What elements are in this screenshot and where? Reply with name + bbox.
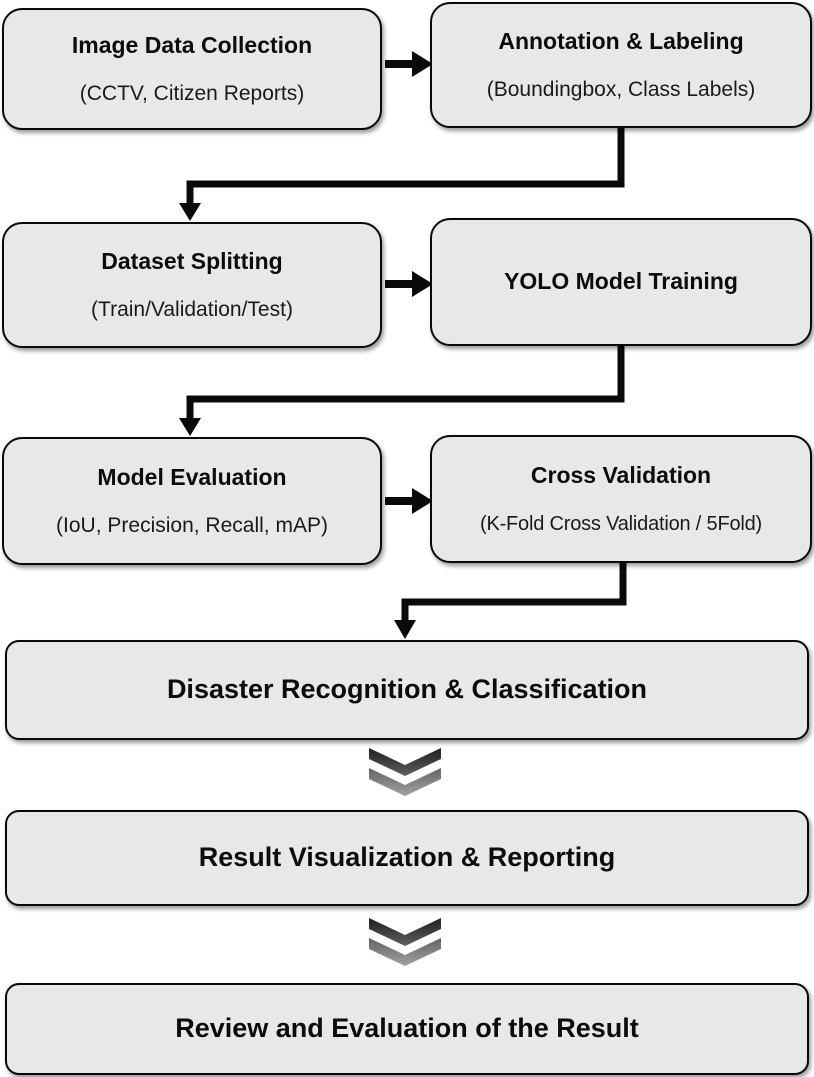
box-annotation-labeling: Annotation & Labeling (Boundingbox, Clas… <box>430 2 812 128</box>
chevron-band <box>369 938 441 966</box>
box-yolo-model-training: YOLO Model Training <box>430 218 812 346</box>
box-disaster-recognition-classification: Disaster Recognition & Classification <box>5 640 809 740</box>
box-subtitle: (IoU, Precision, Recall, mAP) <box>56 514 328 538</box>
box-review-evaluation-result: Review and Evaluation of the Result <box>5 983 809 1075</box>
box-title: Disaster Recognition & Classification <box>166 674 648 705</box>
arrow-collection-to-annotation <box>385 51 433 77</box>
box-subtitle: (Boundingbox, Class Labels) <box>486 78 756 102</box>
box-title: Result Visualization & Reporting <box>198 842 616 873</box>
chevron-band <box>369 918 441 946</box>
box-title: Cross Validation <box>530 462 712 489</box>
box-cross-validation: Cross Validation (K-Fold Cross Validatio… <box>430 435 812 563</box>
box-dataset-splitting: Dataset Splitting (Train/Validation/Test… <box>2 222 382 348</box>
box-subtitle: (K-Fold Cross Validation / 5Fold) <box>479 512 763 535</box>
box-title: Dataset Splitting <box>101 247 283 274</box>
chevron-band <box>369 768 441 796</box>
arrow-evaluation-to-crossvalidation <box>385 488 433 514</box>
chevron-band <box>369 748 441 776</box>
chevron-down-icon <box>369 748 441 796</box>
box-title: YOLO Model Training <box>504 268 738 295</box>
chevron-down-icon <box>369 918 441 966</box>
box-title: Model Evaluation <box>97 463 287 490</box>
connector-annotation-to-splitting <box>179 128 625 221</box>
box-subtitle: (CCTV, Citizen Reports) <box>79 82 305 106</box>
connector-training-to-evaluation <box>179 346 625 436</box>
box-subtitle: (Train/Validation/Test) <box>91 298 293 322</box>
box-model-evaluation: Model Evaluation (IoU, Precision, Recall… <box>2 437 382 565</box>
box-title: Annotation & Labeling <box>498 27 744 54</box>
box-title: Review and Evaluation of the Result <box>175 1013 639 1044</box>
connector-crossvalidation-to-recognition <box>394 563 627 639</box>
box-title: Image Data Collection <box>71 31 313 58</box>
arrow-splitting-to-training <box>385 271 433 297</box>
box-image-data-collection: Image Data Collection (CCTV, Citizen Rep… <box>2 8 382 130</box>
box-result-visualization-reporting: Result Visualization & Reporting <box>5 810 809 906</box>
